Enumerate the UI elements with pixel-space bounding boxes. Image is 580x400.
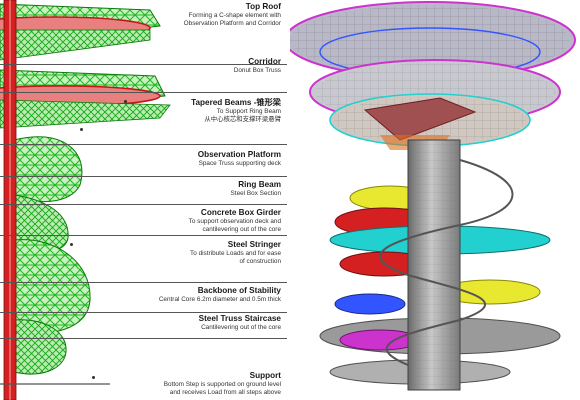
right-panel-3d-model	[290, 0, 580, 400]
staircase-lobe-4	[13, 319, 67, 375]
divider-corridor	[0, 92, 287, 93]
callout-desc: To distribute Loads and for ease	[190, 250, 281, 257]
callout-title: Tapered Beams -锥形梁	[191, 98, 281, 107]
callout-ring-beam: Ring Beam Steel Box Section	[85, 180, 281, 198]
leader-dot	[124, 100, 127, 103]
callout-title: Observation Platform	[197, 150, 281, 159]
roof-disc-grid	[290, 5, 570, 75]
callout-desc: To support observation deck and	[188, 218, 281, 225]
callout-title: Ring Beam	[238, 180, 281, 189]
callout-desc: Forming a C-shape element with	[188, 12, 281, 19]
callout-concrete-box-girder: Concrete Box Girder To support observati…	[85, 208, 281, 234]
divider-tapered-beams	[0, 144, 287, 145]
callout-title: Steel Stringer	[227, 240, 281, 249]
callout-steel-truss-staircase: Steel Truss Staircase Cantilevering out …	[85, 314, 281, 332]
callout-desc: Space Truss supporting deck	[198, 160, 281, 167]
staircase-lobe-3	[13, 239, 91, 334]
divider-steel-stringer	[0, 282, 287, 283]
callout-title: Steel Truss Staircase	[198, 314, 281, 323]
callout-backbone-of-stability: Backbone of Stability Central Core 6.2m …	[85, 286, 281, 304]
callout-support: Support Bottom Step is supported on grou…	[85, 371, 281, 397]
callout-title: Corridor	[248, 57, 281, 66]
divider-staircase	[0, 338, 287, 339]
divider-concrete-box-girder	[0, 235, 287, 236]
callout-desc: Central Core 6.2m diameter and 0.5m thic…	[158, 296, 281, 303]
callout-desc: To Support Ring Beam	[216, 108, 281, 115]
callout-title: Top Roof	[245, 2, 281, 11]
callout-desc: Observation Platform and Corridor	[183, 20, 281, 27]
callout-corridor: Corridor Donut Box Truss	[85, 57, 281, 75]
leader-dot	[70, 243, 73, 246]
callout-desc: Cantilevering out of the core	[201, 324, 281, 331]
divider-top-roof	[0, 64, 287, 65]
staircase-lobe-1	[13, 136, 83, 203]
callout-desc: Steel Box Section	[230, 190, 281, 197]
left-panel-annotated-structure: Top Roof Forming a C-shape element with …	[0, 0, 287, 400]
leader-dot	[92, 376, 95, 379]
callout-tapered-beams: Tapered Beams -锥形梁 To Support Ring Beam …	[85, 98, 281, 124]
core-grid	[408, 140, 460, 390]
callout-steel-stringer: Steel Stringer To distribute Loads and f…	[85, 240, 281, 266]
callout-title: Support	[249, 371, 281, 380]
callout-title: Backbone of Stability	[197, 286, 281, 295]
callout-desc: and receives Load from all steps above	[169, 389, 281, 396]
callout-desc: of construction	[239, 258, 281, 265]
top-roof-underside	[0, 29, 151, 61]
callout-desc: Donut Box Truss	[233, 67, 281, 74]
tapered-beams	[0, 99, 171, 129]
divider-backbone	[0, 312, 287, 313]
leader-dot	[80, 128, 83, 131]
callout-desc: cantilevering out of the core	[202, 226, 281, 233]
structure-section-drawing	[0, 0, 171, 400]
callout-title: Concrete Box Girder	[200, 208, 281, 217]
stair-segment-blue	[334, 293, 406, 315]
callout-top-roof: Top Roof Forming a C-shape element with …	[85, 2, 281, 28]
divider-ring-beam	[0, 204, 287, 205]
callout-desc: Bottom Step is supported on ground level	[163, 381, 281, 388]
divider-observation-platform	[0, 176, 287, 177]
callout-desc: 从中心核芯和支撑环梁悬臂	[204, 116, 281, 123]
3d-structure-model	[290, 1, 576, 391]
concrete-box-girder	[363, 97, 477, 141]
steel-stringer-spiral	[379, 159, 514, 366]
callout-observation-platform: Observation Platform Space Truss support…	[85, 150, 281, 168]
